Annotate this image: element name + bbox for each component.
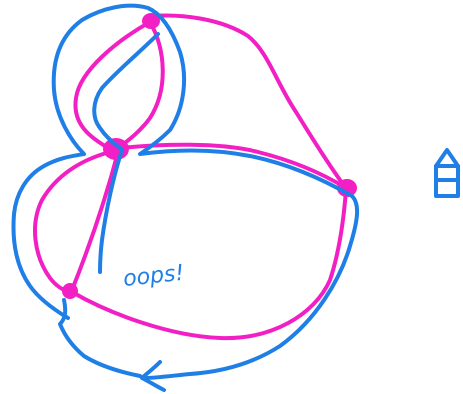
edge-top-mid-left bbox=[73, 20, 152, 152]
node-bottom-left bbox=[62, 283, 78, 299]
edge-mid-right bbox=[118, 142, 348, 190]
node-middle bbox=[103, 138, 129, 160]
blue-stroke-main bbox=[11, 3, 359, 380]
edge-mid-bottom-inner bbox=[70, 150, 120, 292]
node-top bbox=[142, 13, 160, 29]
edge-top-mid-right bbox=[114, 20, 165, 152]
pink-nodes bbox=[62, 13, 357, 299]
blue-stroke-inner bbox=[92, 32, 160, 274]
edge-mid-bottom-outer bbox=[33, 150, 112, 294]
house-icon bbox=[434, 148, 460, 198]
arrowhead bbox=[140, 360, 166, 392]
edge-bottom-right bbox=[70, 188, 348, 341]
oops-annotation: oops! bbox=[122, 261, 185, 292]
pink-graph bbox=[33, 13, 348, 341]
edge-top-right bbox=[150, 13, 348, 190]
blue-stroke-bottom bbox=[58, 298, 142, 378]
blue-path bbox=[11, 3, 359, 392]
